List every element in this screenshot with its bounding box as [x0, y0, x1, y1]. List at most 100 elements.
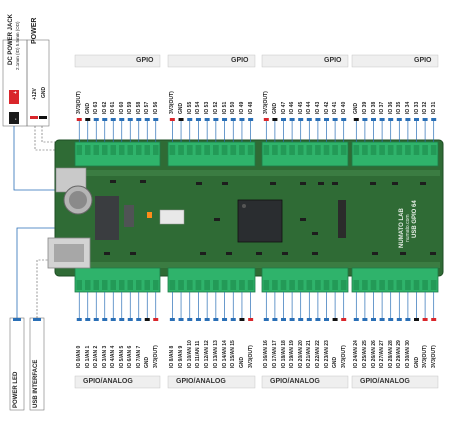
- top-pin-marker: [248, 118, 254, 121]
- bottom-group-title-1: GPIO/ANALOG: [83, 378, 133, 385]
- terminal-screw-top: [93, 145, 99, 155]
- terminal-screw-bottom: [430, 280, 437, 290]
- terminal-screw-bottom: [76, 280, 82, 290]
- bottom-pin-label: IO 15/AN 15: [230, 340, 237, 368]
- top-pin-marker: [127, 118, 133, 121]
- bottom-pin-marker: [362, 318, 368, 321]
- bottom-pin-marker: [230, 318, 236, 321]
- top-group-title-box-2: [167, 54, 256, 68]
- top-pin-label: IO 41: [332, 101, 339, 114]
- top-pin-marker: [144, 118, 150, 121]
- bottom-pin-marker: [102, 318, 108, 321]
- bottom-pin-marker: [187, 318, 193, 321]
- bottom-pin-marker: [169, 318, 175, 321]
- bottom-pin-marker: [93, 318, 99, 321]
- terminal-screw-top: [85, 145, 91, 155]
- brand-url: numato.com: [405, 214, 411, 242]
- terminal-screw-top: [332, 145, 338, 155]
- bottom-pin-label: GND: [238, 356, 245, 368]
- terminal-screw-bottom: [332, 280, 338, 290]
- bottom-pin-label: IO 19/AN 19: [289, 340, 296, 368]
- terminal-screw-bottom: [405, 280, 411, 290]
- bottom-pin-label: IO 5/AN 5: [118, 345, 125, 368]
- bottom-group-title-4: GPIO/ANALOG: [360, 378, 410, 385]
- top-pin-label: IO 46: [289, 101, 296, 114]
- top-group-title-box-4: [351, 54, 439, 68]
- smd-component-15: [282, 252, 288, 255]
- smd-component-4: [222, 182, 228, 185]
- terminal-screw-bottom: [102, 280, 108, 290]
- polarity-minus: -: [13, 118, 19, 120]
- bottom-group-title-box-4: [351, 375, 439, 389]
- terminal-screw-bottom: [379, 280, 385, 290]
- product-name: USB GPIO 64: [412, 200, 418, 238]
- usb-interface-label: USB INTERFACE: [33, 359, 39, 408]
- bottom-pin-marker: [272, 318, 278, 321]
- bottom-pin-marker: [136, 318, 142, 321]
- programming-header: [338, 200, 346, 238]
- terminal-screw-bottom: [136, 280, 142, 290]
- power-led-leader: [16, 227, 66, 318]
- bottom-pin-label: GND: [413, 356, 420, 368]
- terminal-screw-bottom: [110, 280, 116, 290]
- bottom-pin-label: IO 18/AN 18: [280, 340, 287, 368]
- top-pin-label: IO 53: [204, 101, 211, 114]
- top-group-title-box-3: [261, 54, 349, 68]
- smd-component-6: [300, 182, 306, 185]
- smd-component-5: [270, 182, 276, 185]
- terminal-screw-top: [362, 145, 368, 155]
- bottom-pin-label: IO 11/AN 11: [195, 340, 202, 368]
- top-pin-label: IO 50: [230, 101, 237, 114]
- top-pin-label: IO 33: [413, 101, 420, 114]
- bottom-pin-label: IO 6/AN 6: [127, 345, 134, 368]
- terminal-screw-top: [289, 145, 295, 155]
- bottom-pin-label: IO 30/AN 30: [404, 340, 411, 368]
- smd-component-20: [130, 252, 136, 255]
- terminal-screw-top: [119, 145, 125, 155]
- top-pin-marker: [379, 118, 385, 121]
- smd-component-2: [140, 180, 146, 183]
- terminal-screw-bottom: [186, 280, 193, 290]
- top-pin-marker: [153, 118, 159, 121]
- top-pin-label: GND: [271, 102, 278, 114]
- terminal-screw-top: [169, 145, 176, 155]
- bottom-pin-marker: [396, 318, 402, 321]
- bottom-pin-marker: [379, 318, 385, 321]
- bottom-pin-label: IO 16/AN 16: [263, 340, 270, 368]
- top-pin-label: IO 31: [430, 101, 437, 114]
- heatsink: [95, 196, 119, 240]
- bottom-pin-label: IO 1/AN 1: [84, 345, 91, 368]
- top-pin-marker: [204, 118, 210, 121]
- top-group-title-2: GPIO: [231, 57, 249, 64]
- smd-component-19: [430, 252, 436, 255]
- terminal-screw-bottom: [387, 280, 394, 290]
- bottom-pin-marker: [414, 318, 419, 321]
- power-leader-b: [41, 126, 58, 143]
- bottom-pin-label: IO 24/AN 24: [353, 340, 360, 368]
- top-pin-marker: [187, 118, 193, 121]
- top-group-title-1: GPIO: [136, 57, 154, 64]
- dc-jack-leader: [13, 126, 58, 191]
- bottom-pin-label: IO 21/AN 21: [306, 340, 313, 368]
- terminal-screw-top: [387, 145, 394, 155]
- smd-component-9: [370, 182, 376, 185]
- smd-component-21: [104, 252, 110, 255]
- bottom-pin-label: IO 25/AN 25: [361, 340, 368, 368]
- top-pin-marker: [230, 118, 236, 121]
- terminal-screw-top: [413, 145, 420, 155]
- top-pin-marker: [272, 118, 278, 121]
- terminal-screw-bottom: [323, 280, 330, 290]
- top-pin-marker: [222, 118, 228, 121]
- terminal-screw-top: [405, 145, 411, 155]
- bottom-pin-marker: [263, 318, 269, 321]
- smd-component-7: [318, 182, 324, 185]
- bottom-pin-marker: [119, 318, 125, 321]
- top-group-title-box-1: [74, 54, 161, 68]
- bottom-pin-marker: [298, 318, 304, 321]
- terminal-screw-top: [280, 145, 287, 155]
- top-pin-marker: [371, 118, 376, 121]
- bottom-pin-marker: [353, 318, 359, 321]
- bottom-pin-label: 3V3(OUT): [247, 345, 254, 368]
- usb-connector-inner: [54, 244, 84, 262]
